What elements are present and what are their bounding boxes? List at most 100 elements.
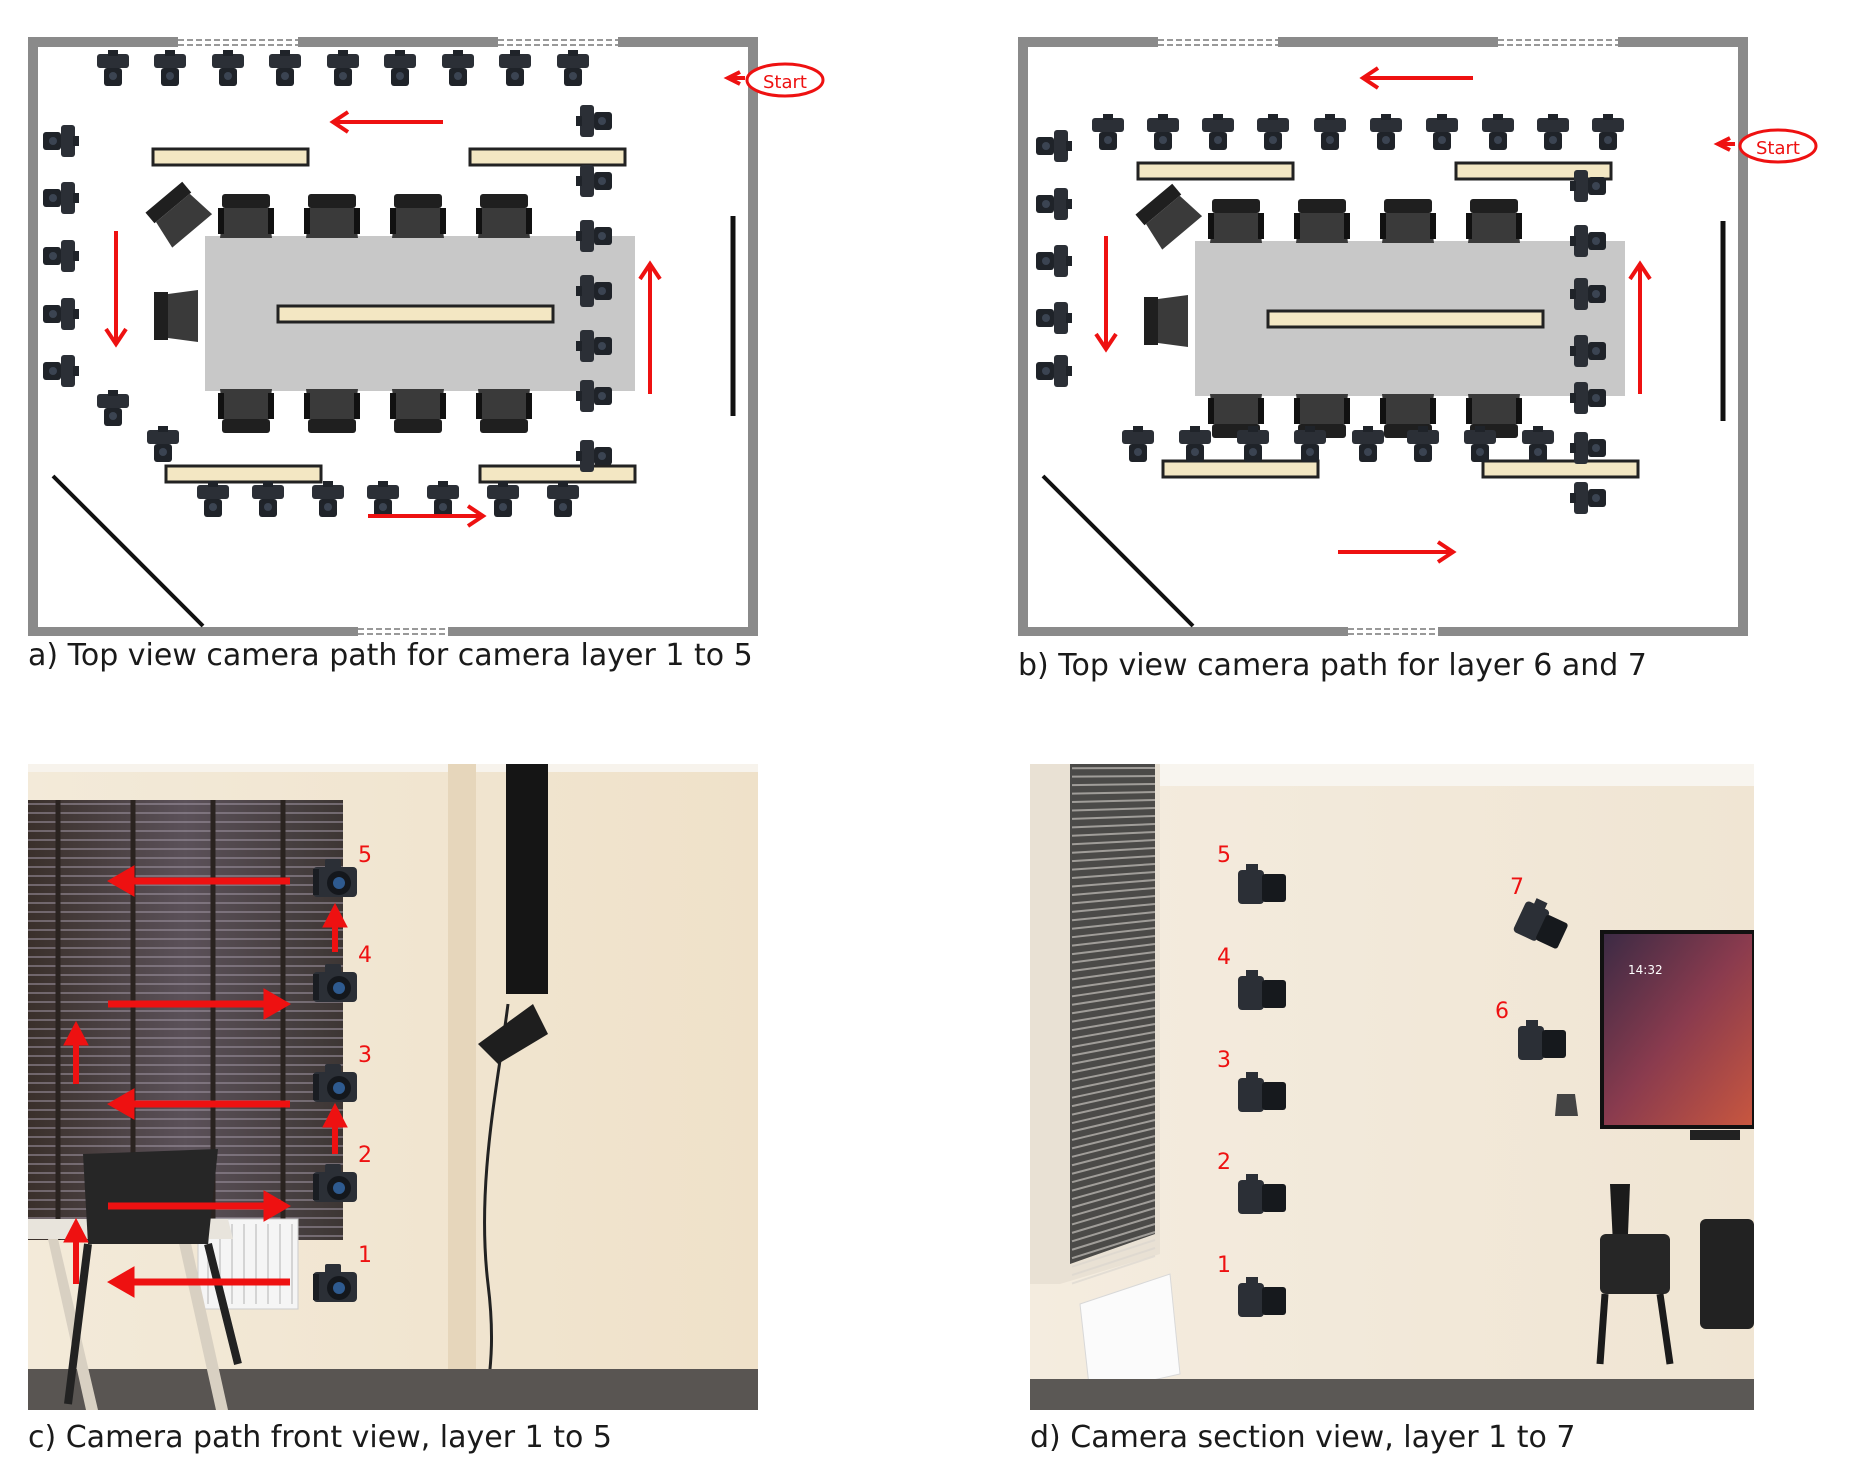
wall-mount-panel: [506, 764, 548, 994]
camera-icon: [1238, 1174, 1286, 1214]
window-top-1: [178, 36, 298, 48]
camera-icon: [1238, 864, 1286, 904]
chair-icon: [1135, 183, 1203, 250]
bench: [478, 464, 637, 484]
camera-icon: [1522, 426, 1554, 462]
light-strip: [1266, 309, 1545, 329]
layer-label: 6: [1495, 999, 1509, 1024]
camera-icon: [576, 440, 612, 472]
camera-icon: [43, 298, 79, 330]
camera-icon: [43, 182, 79, 214]
panel-b-top-view: Start: [1018, 36, 1818, 636]
path-arrows: [104, 70, 745, 528]
camera-icon: [576, 105, 612, 137]
radiator: [1079, 1273, 1181, 1395]
diagonal-wall: [1041, 474, 1195, 628]
bench: [1161, 459, 1320, 479]
layer-label: 3: [1217, 1048, 1231, 1073]
camera-icon: [1570, 432, 1606, 464]
layer-label: 4: [1217, 945, 1231, 970]
wall-corner: [448, 764, 476, 1410]
camera-icon: [1036, 245, 1072, 277]
camera-icon: [1570, 382, 1606, 414]
camera-icon: [252, 481, 284, 517]
bench: [1481, 459, 1640, 479]
camera-icon: [1464, 426, 1496, 462]
layer-label: 5: [358, 843, 372, 868]
camera-icon: [547, 481, 579, 517]
camera-icon: [1257, 114, 1289, 150]
chair-icon: [1208, 199, 1264, 243]
start-label: Start: [1756, 138, 1800, 159]
camera-icon: [212, 50, 244, 86]
camera-icon: [442, 50, 474, 86]
door-bottom: [358, 624, 448, 636]
start-marker: [1738, 128, 1818, 164]
camera-icon: [1482, 114, 1514, 150]
ceiling: [1030, 764, 1754, 786]
camera-icon: [97, 390, 129, 426]
camera-icon: [313, 1164, 357, 1202]
camera-icon: [43, 125, 79, 157]
camera-icon: [1518, 1020, 1566, 1060]
camera-icon: [97, 50, 129, 86]
chair-icon: [390, 194, 446, 238]
layer-label: 1: [358, 1243, 372, 1268]
wall-bracket: [478, 1004, 548, 1064]
chair-icon: [304, 389, 360, 433]
camera-icon: [499, 50, 531, 86]
camera-icon: [1314, 114, 1346, 150]
bench: [1454, 161, 1613, 181]
window-top-2: [1498, 36, 1618, 48]
camera-icon: [1036, 302, 1072, 334]
camera-icon: [313, 859, 357, 897]
chair-icon: [1380, 199, 1436, 243]
camera-icon: [1238, 1277, 1286, 1317]
start-marker: [745, 62, 825, 98]
path-arrows: [63, 865, 348, 1298]
camera-icon: [1238, 1072, 1286, 1112]
layer-label: 2: [358, 1143, 372, 1168]
chair-icon: [1144, 295, 1188, 347]
layer-label: 1: [1217, 1253, 1231, 1278]
camera-icon: [576, 330, 612, 362]
camera-icon: [1238, 970, 1286, 1010]
camera-icon: [576, 275, 612, 307]
camera-icon: [367, 481, 399, 517]
camera-icon: [1237, 426, 1269, 462]
camera-icon: [1036, 130, 1072, 162]
bench: [151, 147, 310, 167]
tv-clock: 14:32: [1628, 963, 1663, 977]
camera-icon: [197, 481, 229, 517]
chair-icon: [154, 290, 198, 342]
camera-icon: [427, 481, 459, 517]
layer-label: 5: [1217, 843, 1231, 868]
camera-icon: [313, 964, 357, 1002]
camera-icon: [1202, 114, 1234, 150]
soundbar: [1690, 1130, 1740, 1140]
window-top-2: [498, 36, 618, 48]
camera-icon: [1537, 114, 1569, 150]
caption-c: c) Camera path front view, layer 1 to 5: [28, 1420, 612, 1455]
start-label: Start: [763, 72, 807, 93]
layer-label: 3: [358, 1043, 372, 1068]
light-strip: [276, 304, 555, 324]
bench: [468, 147, 627, 167]
path-arrows: [1094, 66, 1735, 564]
camera-icon: [154, 50, 186, 86]
camera-icon: [1570, 170, 1606, 202]
camera-icon: [1426, 114, 1458, 150]
floor: [28, 1369, 758, 1410]
diagonal-wall: [51, 474, 205, 628]
layer-label: 7: [1510, 875, 1524, 900]
office-chair: [83, 1149, 218, 1244]
floor: [1030, 1379, 1754, 1410]
camera-icon: [1092, 114, 1124, 150]
camera-icon: [1036, 355, 1072, 387]
panel-a-top-view: Start: [28, 36, 825, 636]
chair-icon: [304, 194, 360, 238]
ceiling: [28, 764, 758, 772]
chair-icon: [476, 389, 532, 433]
